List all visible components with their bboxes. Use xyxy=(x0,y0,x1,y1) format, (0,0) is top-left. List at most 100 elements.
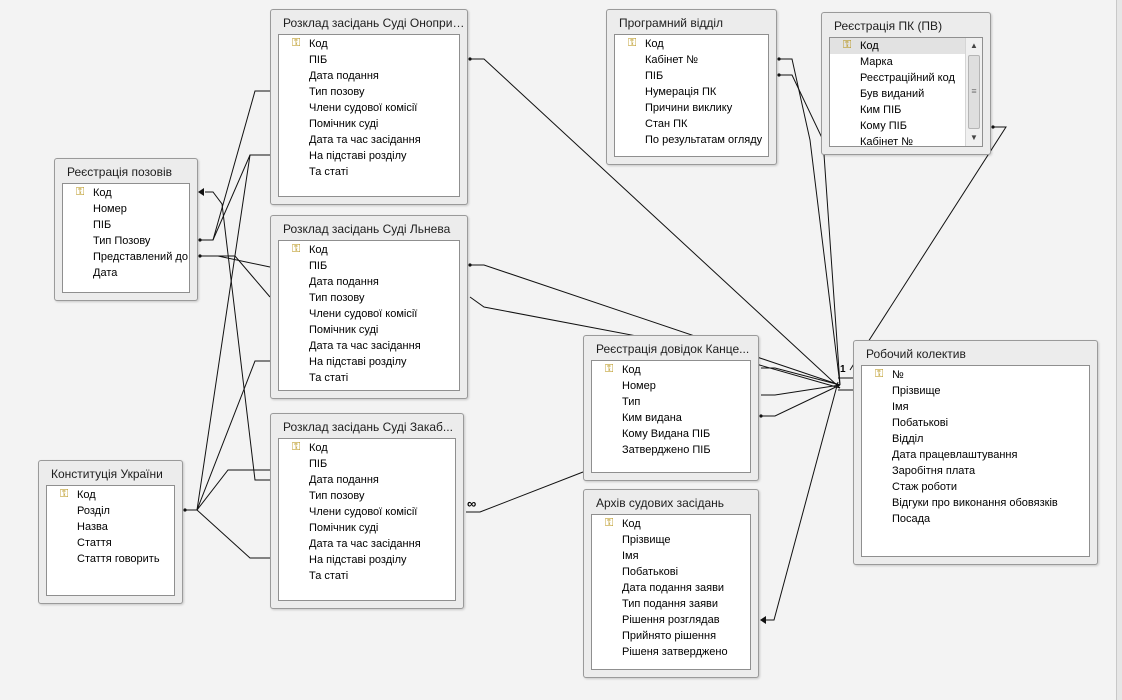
field-item[interactable]: Члени судової комісії xyxy=(279,306,459,322)
table-title[interactable]: Реєстрація довідок Канце... xyxy=(596,342,750,356)
field-item[interactable]: ⚿Код xyxy=(830,38,982,54)
field-item[interactable]: Імя xyxy=(592,548,750,564)
field-item[interactable]: Реєстраційний код xyxy=(830,70,982,86)
relationship-line[interactable] xyxy=(766,381,839,621)
relationship-line[interactable] xyxy=(185,469,270,511)
field-item[interactable]: Тип Позову xyxy=(63,233,189,249)
field-item[interactable]: Відгуки про виконання обовязків xyxy=(862,495,1089,511)
field-item[interactable]: На підставі розділу xyxy=(279,148,459,164)
field-item[interactable]: Представлений до xyxy=(63,249,189,265)
field-item[interactable]: На підставі розділу xyxy=(279,552,455,568)
field-item[interactable]: Та статі xyxy=(279,370,459,386)
field-item[interactable]: Тип xyxy=(592,394,750,410)
field-item[interactable]: ⚿Код xyxy=(279,36,459,52)
table-title[interactable]: Архів судових засідань xyxy=(596,496,725,510)
field-item[interactable]: Рішення розглядав xyxy=(592,612,750,628)
field-item[interactable]: Тип позову xyxy=(279,488,455,504)
field-item[interactable]: На підставі розділу xyxy=(279,354,459,370)
table-title[interactable]: Розклад засідань Суді Закаб... xyxy=(283,420,453,434)
field-item[interactable]: Прізвище xyxy=(862,383,1089,399)
scroll-thumb[interactable]: ≡ xyxy=(968,55,980,129)
field-item[interactable]: ПІБ xyxy=(615,68,768,84)
field-item[interactable]: Розділ xyxy=(47,503,174,519)
field-item[interactable]: Назва xyxy=(47,519,174,535)
field-item[interactable]: По результатам огляду xyxy=(615,132,768,148)
field-item[interactable]: ⚿Код xyxy=(279,440,455,456)
field-item[interactable]: Відділ xyxy=(862,431,1089,447)
relationship-line[interactable] xyxy=(761,367,841,386)
relationship-line[interactable] xyxy=(466,471,584,513)
field-item[interactable]: Стаття xyxy=(47,535,174,551)
relationship-line[interactable] xyxy=(200,255,271,268)
field-item[interactable]: Дата та час засідання xyxy=(279,338,459,354)
field-item[interactable]: Дата xyxy=(63,265,189,281)
relationship-line[interactable] xyxy=(185,360,270,511)
field-item[interactable]: Побатькові xyxy=(862,415,1089,431)
field-item[interactable]: Імя xyxy=(862,399,1089,415)
table-title[interactable]: Розклад засідань Суді Оноприє... xyxy=(283,16,467,30)
relationship-line[interactable] xyxy=(761,384,841,417)
scroll-down-arrow-icon[interactable]: ▼ xyxy=(970,133,978,142)
field-item[interactable]: Члени судової комісії xyxy=(279,504,455,520)
table-title[interactable]: Реєстрація ПК (ПВ) xyxy=(834,19,943,33)
field-item[interactable]: Стаття говорить xyxy=(47,551,174,567)
field-item[interactable]: Побатькові xyxy=(592,564,750,580)
field-item[interactable]: Марка xyxy=(830,54,982,70)
field-item[interactable]: Дата подання xyxy=(279,472,455,488)
field-item[interactable]: Дата та час засідання xyxy=(279,132,459,148)
field-item[interactable]: Дата подання xyxy=(279,274,459,290)
field-item[interactable]: Кабінет № xyxy=(615,52,768,68)
field-item[interactable]: Члени судової комісії xyxy=(279,100,459,116)
field-item[interactable]: Номер xyxy=(63,201,189,217)
field-item[interactable]: ⚿Код xyxy=(279,242,459,258)
field-item[interactable]: ⚿Код xyxy=(592,362,750,378)
field-item[interactable]: Стан ПК xyxy=(615,116,768,132)
field-item[interactable]: Рішеня затверджено xyxy=(592,644,750,660)
field-item[interactable]: Дата подання xyxy=(279,68,459,84)
field-item[interactable]: ПІБ xyxy=(279,52,459,68)
table-title[interactable]: Розклад засідань Суді Льнева xyxy=(283,222,451,236)
field-item[interactable]: Номер xyxy=(592,378,750,394)
relationship-line[interactable] xyxy=(205,191,270,481)
field-item[interactable]: ПІБ xyxy=(279,456,455,472)
table-title[interactable]: Реєстрація позовів xyxy=(67,165,172,179)
field-item[interactable]: Прийнято рішення xyxy=(592,628,750,644)
relationship-line[interactable] xyxy=(761,384,841,396)
window-vertical-scrollbar[interactable] xyxy=(1116,0,1122,700)
field-item[interactable]: ⚿Код xyxy=(592,516,750,532)
table-title[interactable]: Конституція України xyxy=(51,467,163,481)
field-item[interactable]: Помічник суді xyxy=(279,116,459,132)
field-item[interactable]: ⚿Код xyxy=(615,36,768,52)
table-title[interactable]: Робочий колектив xyxy=(866,347,966,361)
field-item[interactable]: ПІБ xyxy=(63,217,189,233)
field-item[interactable]: Стаж роботи xyxy=(862,479,1089,495)
field-item[interactable]: Тип позову xyxy=(279,84,459,100)
scroll-up-arrow-icon[interactable]: ▲ xyxy=(970,41,978,50)
field-item[interactable]: Помічник суді xyxy=(279,322,459,338)
relationship-line[interactable] xyxy=(200,255,271,298)
relationship-line[interactable] xyxy=(200,154,270,241)
field-item[interactable]: Ким видана xyxy=(592,410,750,426)
field-list-scrollbar[interactable]: ▲ ≡ ▼ xyxy=(965,38,982,146)
field-item[interactable]: Тип подання заяви xyxy=(592,596,750,612)
field-item[interactable]: Дата працевлаштування xyxy=(862,447,1089,463)
relationship-line[interactable] xyxy=(185,509,270,559)
field-item[interactable]: Ким ПІБ xyxy=(830,102,982,118)
